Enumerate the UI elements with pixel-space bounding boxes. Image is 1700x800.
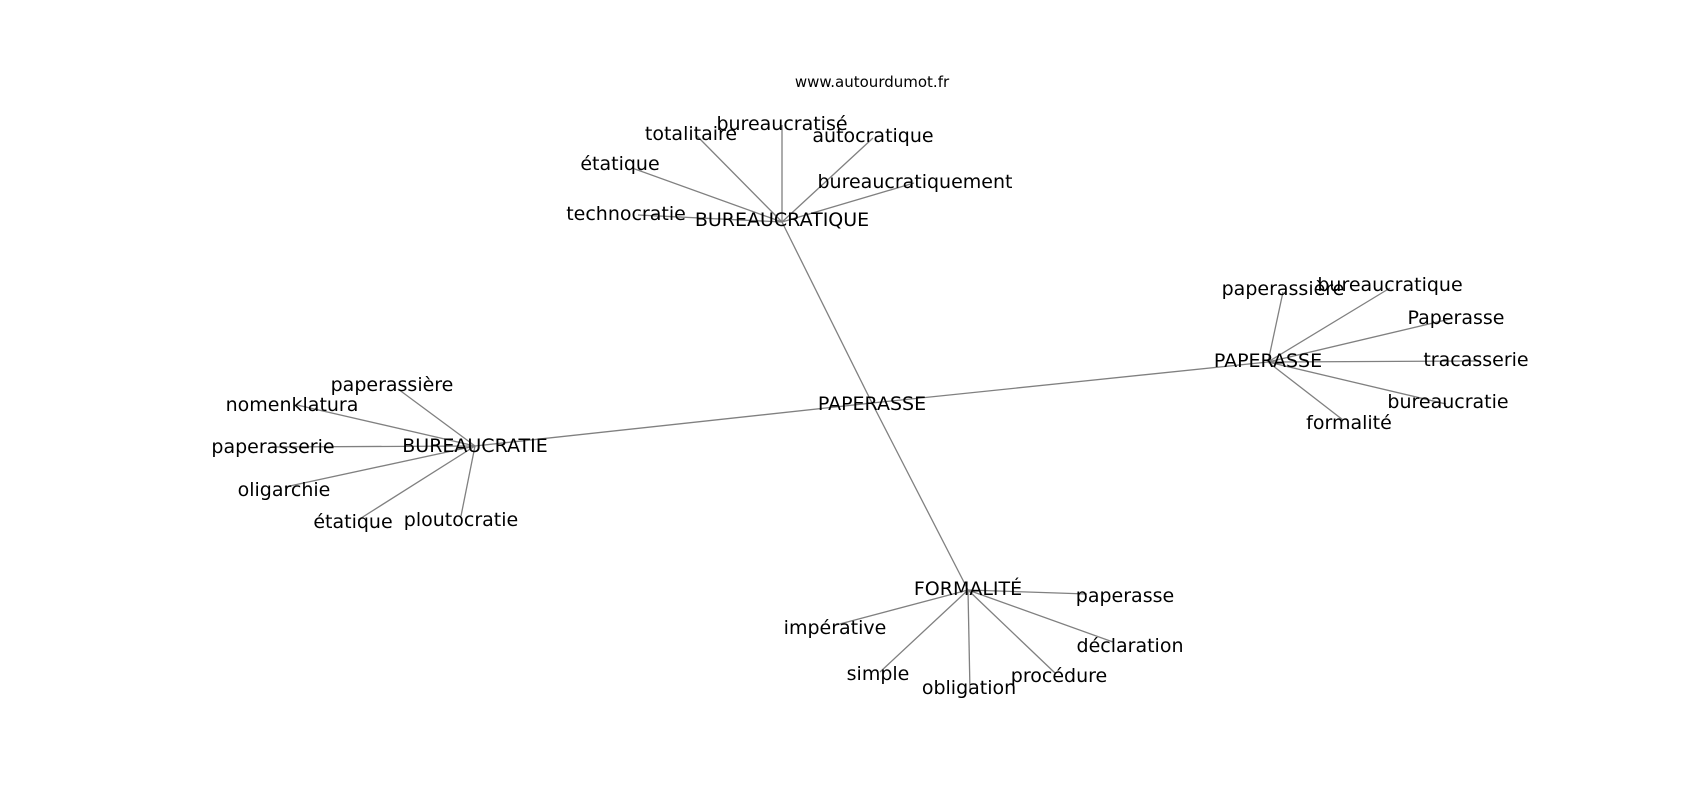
leaf-node-label: tracasserie xyxy=(1423,349,1528,371)
leaf-node-label: procédure xyxy=(1011,665,1107,687)
hub-node-label: FORMALITÉ xyxy=(914,577,1022,600)
edge-bureaucratie-2 xyxy=(271,445,476,448)
leaf-node-label: obligation xyxy=(922,677,1016,699)
leaf-node-label: technocratie xyxy=(566,203,686,225)
edge-bureaucratique-1 xyxy=(631,167,783,223)
edge-formalite-2 xyxy=(879,589,969,673)
leaf-node-label: formalité xyxy=(1306,412,1392,434)
source-label: www.autourdumot.fr xyxy=(795,73,950,91)
edge-bureaucratique-0 xyxy=(637,214,783,223)
leaf-node-label: étatique xyxy=(580,153,659,175)
edge-formalite-5 xyxy=(967,589,1114,643)
edge-root-bureaucratie xyxy=(474,402,873,447)
leaf-node-label: Paperasse xyxy=(1408,307,1505,329)
edge-formalite-3 xyxy=(967,589,971,693)
leaf-node-label: bureaucratie xyxy=(1387,391,1508,413)
leaf-node-label: autocratique xyxy=(812,125,933,147)
hub-node-label: BUREAUCRATIQUE xyxy=(695,209,869,231)
edge-root-bureaucratique xyxy=(781,221,873,404)
edge-bureaucratie-1 xyxy=(296,404,476,447)
edge-bureaucratique-4 xyxy=(781,137,874,223)
graph-labels: www.autourdumot.fr PAPERASSE technocrati… xyxy=(211,73,1528,699)
leaf-node-label: simple xyxy=(847,663,910,685)
edge-root-paperasse xyxy=(871,361,1269,404)
leaf-node-label: bureaucratique xyxy=(1317,274,1462,296)
hub-node-label: BUREAUCRATIE xyxy=(402,435,548,457)
leaf-node-label: totalitaire xyxy=(645,123,737,145)
leaf-node-label: paperassière xyxy=(1222,278,1345,300)
edge-root-formalite xyxy=(871,402,969,591)
edge-bureaucratie-4 xyxy=(357,445,476,521)
edge-paperasse-0 xyxy=(1267,291,1284,363)
edge-bureaucratie-0 xyxy=(397,388,476,447)
edge-paperasse-5 xyxy=(1267,361,1344,421)
edge-formalite-1 xyxy=(835,589,969,626)
hub-node-label: PAPERASSE xyxy=(1214,350,1322,372)
leaf-node-label: bureaucratisé xyxy=(716,113,847,135)
edge-paperasse-4 xyxy=(1267,361,1447,405)
leaf-node-label: oligarchie xyxy=(238,479,331,501)
leaf-node-label: étatique xyxy=(313,511,392,533)
leaf-node-label: déclaration xyxy=(1077,635,1184,657)
edge-paperasse-2 xyxy=(1267,318,1451,363)
root-node-label: PAPERASSE xyxy=(818,393,926,415)
leaf-node-label: nomenklatura xyxy=(226,394,359,416)
leaf-node-label: paperasse xyxy=(1076,585,1174,607)
edge-bureaucratique-2 xyxy=(695,134,783,223)
edge-bureaucratie-3 xyxy=(284,445,476,488)
edge-bureaucratie-5 xyxy=(460,445,476,517)
graph-edges xyxy=(271,125,1478,693)
leaf-node-label: paperassière xyxy=(331,374,454,396)
edge-paperasse-3 xyxy=(1267,360,1478,363)
edge-bureaucratique-5 xyxy=(781,182,915,223)
edge-paperasse-1 xyxy=(1267,287,1391,363)
edge-formalite-0 xyxy=(967,589,1088,595)
leaf-node-label: bureaucratiquement xyxy=(818,171,1013,193)
leaf-node-label: impérative xyxy=(784,617,887,639)
leaf-node-label: ploutocratie xyxy=(404,509,518,531)
leaf-node-label: paperasserie xyxy=(211,436,334,458)
edge-formalite-4 xyxy=(967,589,1056,674)
